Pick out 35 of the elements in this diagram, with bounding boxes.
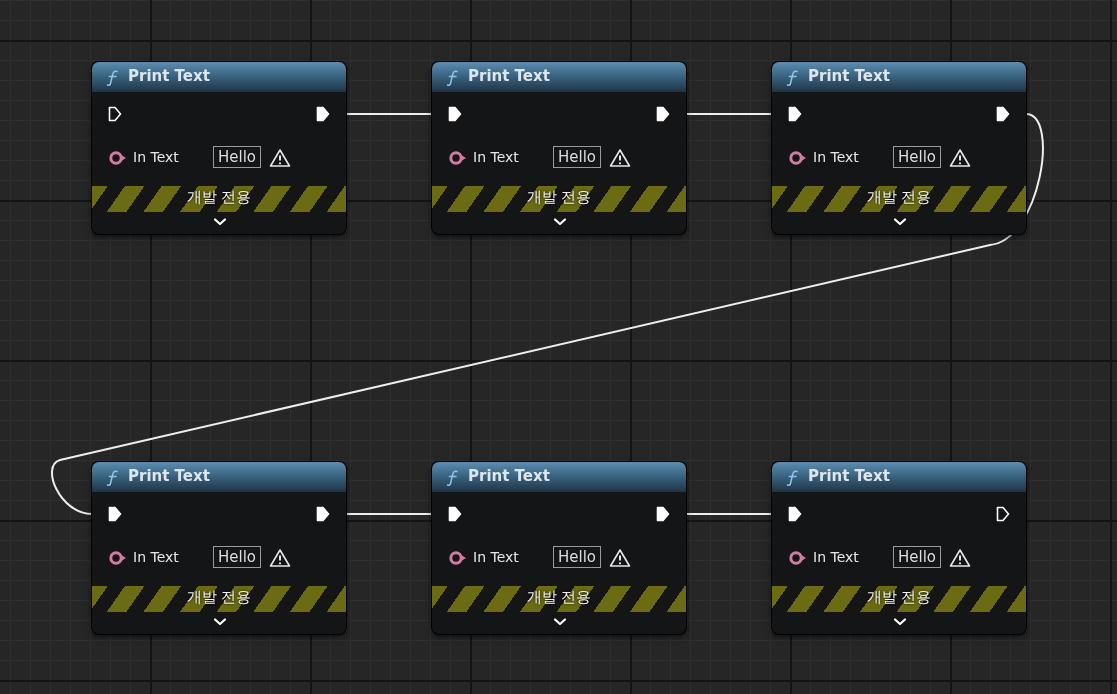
node-title: Print Text xyxy=(128,467,210,485)
function-node xyxy=(772,62,1026,234)
dev-only-label: 개발 전용 xyxy=(526,188,592,207)
pin-label: In Text xyxy=(473,149,519,165)
node-title: Print Text xyxy=(128,67,210,85)
function-node xyxy=(92,62,346,234)
pin-label: In Text xyxy=(473,549,519,565)
text-field: Hello xyxy=(553,146,602,168)
wire xyxy=(345,513,433,515)
node-title: Print Text xyxy=(468,467,550,485)
node-title: Print Text xyxy=(468,67,550,85)
pin-label: In Text xyxy=(133,549,179,565)
function-node xyxy=(432,462,686,634)
wire xyxy=(685,513,773,515)
node-title: Print Text xyxy=(808,467,890,485)
pin-label: In Text xyxy=(813,149,859,165)
dev-only-label: 개발 전용 xyxy=(186,588,252,607)
pin-label: In Text xyxy=(133,149,179,165)
text-field: Hello xyxy=(213,546,262,568)
wire xyxy=(685,113,773,115)
text-field: Hello xyxy=(553,546,602,568)
function-node xyxy=(92,462,346,634)
dev-only-label: 개발 전용 xyxy=(186,188,252,207)
text-field: Hello xyxy=(893,146,942,168)
dev-only-label: 개발 전용 xyxy=(866,588,932,607)
wire xyxy=(345,113,433,115)
function-node xyxy=(772,462,1026,634)
pin-label: In Text xyxy=(813,549,859,565)
dev-only-label: 개발 전용 xyxy=(526,588,592,607)
wire xyxy=(51,113,1044,515)
node-title: Print Text xyxy=(808,67,890,85)
dev-only-label: 개발 전용 xyxy=(866,188,932,207)
text-field: Hello xyxy=(893,546,942,568)
function-node xyxy=(432,62,686,234)
text-field: Hello xyxy=(213,146,262,168)
